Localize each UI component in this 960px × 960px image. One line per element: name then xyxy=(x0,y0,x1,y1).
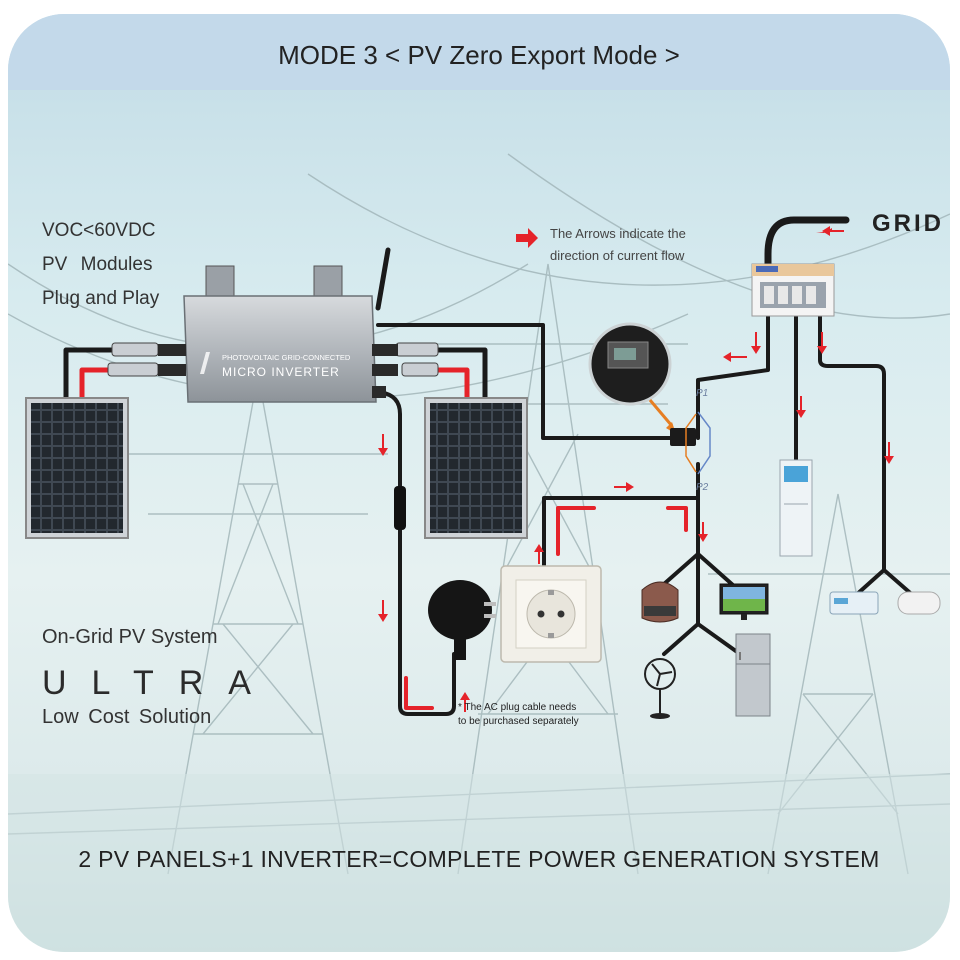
antenna-icon xyxy=(375,247,391,311)
system-type: On-Grid PV System xyxy=(42,626,218,648)
ac-wires xyxy=(376,216,918,716)
rice-cooker-icon xyxy=(641,581,679,623)
spec-voltage: VOC<60VDC xyxy=(42,220,156,241)
page-title: MODE 3 < PV Zero Export Mode > xyxy=(278,40,680,70)
current-sensor-icon xyxy=(588,322,711,475)
spec-modules: PV Modules xyxy=(42,254,153,275)
television-icon xyxy=(719,583,769,620)
refrigerator-icon xyxy=(735,633,771,717)
tower-air-conditioner-icon xyxy=(779,459,813,557)
fan-icon xyxy=(644,658,676,719)
arrow-note-line2: direction of current flow xyxy=(550,248,685,263)
grid-label: GRID xyxy=(872,210,944,237)
wiring-scene: PHOTOVOLTAIC GRID-CONNECTED MICRO INVERT… xyxy=(8,153,950,952)
ac-plug-icon xyxy=(428,580,496,660)
micro-inverter: PHOTOVOLTAIC GRID-CONNECTED MICRO INVERT… xyxy=(158,247,398,403)
inverter-label-line1: PHOTOVOLTAIC GRID-CONNECTED xyxy=(222,353,351,362)
ac-plug-note-line1: * The AC plug cable needs xyxy=(458,702,577,713)
header-band xyxy=(8,14,950,90)
footer-headline: 2 PV PANELS+1 INVERTER=COMPLETE POWER GE… xyxy=(78,846,880,872)
ac-plug-note-line2: to be purchased separately xyxy=(458,716,579,727)
sensor-label-p1: P1 xyxy=(696,388,709,399)
sensor-label-p2: P2 xyxy=(696,482,709,493)
current-direction-arrows xyxy=(378,226,894,712)
diagram-frame: PHOTOVOLTAIC GRID-CONNECTED MICRO INVERT… xyxy=(8,14,950,952)
inline-connector-icon xyxy=(394,486,406,530)
breaker-box-icon xyxy=(751,263,835,317)
brand-name: ULTRA xyxy=(42,664,276,702)
spec-plug-play: Plug and Play xyxy=(42,288,160,309)
wall-socket-icon xyxy=(500,565,602,663)
inverter-label-line2: MICRO INVERTER xyxy=(222,365,340,379)
arrow-note-line1: The Arrows indicate the xyxy=(550,226,686,241)
solar-panel-left xyxy=(25,397,129,539)
solar-panel-right xyxy=(424,397,528,539)
flow-highlights xyxy=(404,506,688,710)
note-arrow-icon xyxy=(516,228,538,248)
wall-air-conditioner-icon xyxy=(829,591,941,615)
tagline: Low Cost Solution xyxy=(42,706,212,728)
